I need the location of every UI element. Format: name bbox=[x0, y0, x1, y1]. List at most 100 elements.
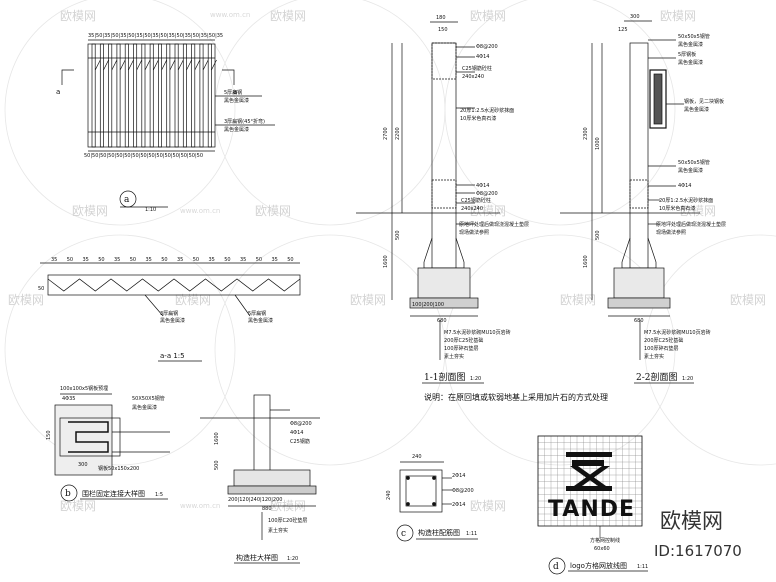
column-plan-note: 2Φ14 bbox=[452, 502, 465, 508]
fence-elevation-view: 35|50|35|50|35|50|35|50|35|50|35|50|35|5… bbox=[56, 33, 275, 213]
fence-diagonal bbox=[119, 59, 126, 71]
section-11-note: Φ8@200 bbox=[476, 44, 498, 50]
watermark-url: www.om.cn bbox=[180, 207, 220, 215]
section-1-1-view: 180 150 2700 2200 500 1600 Φ8@200 4Φ14 C… bbox=[356, 15, 529, 384]
watermark-layer: 欧模网 www.om.cn 欧模网 欧模网 欧模网 欧模网 www.om.cn … bbox=[4, 0, 776, 513]
section-aa-dim: 35 bbox=[51, 257, 57, 263]
column-height: 500 bbox=[214, 460, 220, 470]
section-11-scale: 1:20 bbox=[470, 376, 481, 382]
fence-diagonal bbox=[202, 59, 209, 71]
elevation-bottom-dims: 50|50|50|50|50|50|50|50|50|50|50|50|50|5… bbox=[84, 153, 203, 159]
section-aa-dim: 35 bbox=[240, 257, 246, 263]
column-plan-scale: 1:11 bbox=[466, 531, 477, 537]
watermark-text: 欧模网 bbox=[270, 9, 306, 23]
section-22-height: 1000 bbox=[595, 137, 601, 150]
watermark-text: 欧模网 bbox=[8, 293, 44, 307]
fence-bar bbox=[158, 43, 162, 148]
section-aa-zigzag bbox=[47, 278, 301, 292]
fence-diagonal bbox=[152, 59, 159, 71]
railing-dim: 300 bbox=[78, 462, 88, 468]
column-plan-note: 2Φ14 bbox=[452, 473, 465, 479]
section-22-note: 黑色金属漆 bbox=[678, 41, 703, 48]
section-mark-right: a bbox=[233, 88, 237, 96]
column-plan-title: 构造柱配筋图 bbox=[418, 528, 460, 537]
section-11-note: 240x240 bbox=[461, 206, 483, 212]
watermark-text: 欧模网 bbox=[255, 204, 291, 218]
section-22-note: 现场做法参照 bbox=[656, 229, 686, 236]
section-22-height: 2300 bbox=[583, 127, 589, 140]
column-note: Φ8@200 bbox=[290, 421, 312, 427]
fence-bar bbox=[91, 43, 96, 148]
section-11-note: C25钢筋砼柱 bbox=[461, 197, 491, 204]
section-11-bottom-dim: 680 bbox=[437, 318, 447, 324]
railing-note: 钢板50x150x200 bbox=[98, 465, 139, 472]
section-11-note: 4Φ14 bbox=[476, 54, 489, 60]
railing-note: 黑色金属漆 bbox=[132, 404, 157, 411]
section-22-title: 2-2剖面图 bbox=[636, 371, 678, 383]
fence-bar bbox=[116, 43, 121, 148]
section-22-note: 黑色金属漆 bbox=[678, 167, 703, 174]
fence-diagonal bbox=[177, 59, 184, 71]
section-aa-dim: 50 bbox=[287, 257, 293, 263]
watermark-url: www.om.cn bbox=[210, 11, 250, 19]
column-plan-note: Φ8@200 bbox=[452, 488, 474, 494]
watermark-text: 欧模网 bbox=[470, 204, 506, 218]
watermark-url: www.om.cn bbox=[180, 502, 220, 510]
section-22-note: 50x50x5钢管 bbox=[678, 159, 710, 166]
section-11-note: 240x240 bbox=[462, 74, 484, 80]
column-height: 1600 bbox=[214, 432, 220, 445]
section-aa-dim: 50 bbox=[67, 257, 73, 263]
section-22-height: 1600 bbox=[583, 255, 589, 268]
section-aa-note: 3厚扁钢 bbox=[160, 310, 178, 317]
fence-diagonal bbox=[186, 59, 192, 71]
section-11-note: C25钢筋砼柱 bbox=[462, 65, 492, 72]
section-22-top-dim: 300 bbox=[630, 14, 640, 20]
section-11-height: 2200 bbox=[395, 127, 401, 140]
watermark-text: 欧模网 bbox=[60, 9, 96, 23]
fence-bar bbox=[199, 43, 204, 148]
section-aa-note: 黑色金属漆 bbox=[160, 317, 185, 324]
section-11-found-note: 100厚碎石垫层 bbox=[444, 345, 479, 352]
watermark-text: 欧模网 bbox=[175, 293, 211, 307]
section-aa-dim: 50 bbox=[161, 257, 167, 263]
section-11-height: 2700 bbox=[383, 127, 389, 140]
elevation-note: 黑色金属漆 bbox=[224, 97, 249, 104]
detail-circle-label: a bbox=[124, 195, 130, 205]
section-aa-note: 5厚扁钢 bbox=[248, 310, 266, 317]
section-aa-dim: 35 bbox=[146, 257, 152, 263]
column-found-note: 素土夯实 bbox=[268, 527, 288, 534]
column-total: 880 bbox=[262, 506, 272, 512]
logo-scale: 1:11 bbox=[637, 564, 648, 570]
section-22-height: 500 bbox=[595, 230, 601, 240]
column-base-dims: 200|120|240|120|200 bbox=[228, 497, 282, 503]
railing-note: 50X50X5钢管 bbox=[132, 395, 165, 402]
section-aa-dim: 35 bbox=[209, 257, 215, 263]
railing-dim: 4Φ35 bbox=[62, 396, 75, 402]
section-11-note: 原地坪处理后做现浇混凝土垫层 bbox=[459, 221, 529, 228]
section-11-found-note: 素土夯实 bbox=[444, 353, 464, 360]
section-aa-dim: 35 bbox=[272, 257, 278, 263]
section-aa-dim: 35 bbox=[114, 257, 120, 263]
fence-bar bbox=[108, 43, 113, 148]
column-reinforcement-plan: 240 240 2Φ14 Φ8@200 2Φ14 c 构造柱配筋图 1:11 bbox=[386, 454, 478, 542]
watermark-text: 欧模网 bbox=[60, 499, 96, 513]
section-11-title: 1-1剖面图 bbox=[424, 371, 466, 383]
fence-bar bbox=[133, 43, 138, 148]
fence-diagonal bbox=[194, 59, 201, 71]
section-aa-left-dim: 50 bbox=[38, 286, 44, 292]
section-aa-dim: 50 bbox=[130, 257, 136, 263]
elevation-top-dims: 35|50|35|50|35|50|35|50|35|50|35|50|35|5… bbox=[88, 33, 223, 39]
section-11-top-dim: 180 bbox=[436, 15, 446, 21]
detail-circle-label: d bbox=[553, 562, 559, 572]
section-22-note: 20厚1:2.5水泥砂浆抹面 bbox=[659, 197, 713, 204]
railing-connection-detail: 100x100x5钢板预埋 4Φ35 50X50X5钢管 黑色金属漆 150 3… bbox=[46, 385, 170, 502]
detail-circle-label: b bbox=[65, 489, 71, 499]
section-22-found-note: M7.5水泥砂浆砌MU10页岩砖 bbox=[644, 329, 711, 336]
watermark-text: 欧模网 bbox=[470, 499, 506, 513]
fence-bar bbox=[174, 43, 179, 148]
section-22-bottom-dim: 680 bbox=[634, 318, 644, 324]
watermark-text: 欧模网 bbox=[660, 9, 696, 23]
section-mark-left: a bbox=[56, 88, 60, 96]
